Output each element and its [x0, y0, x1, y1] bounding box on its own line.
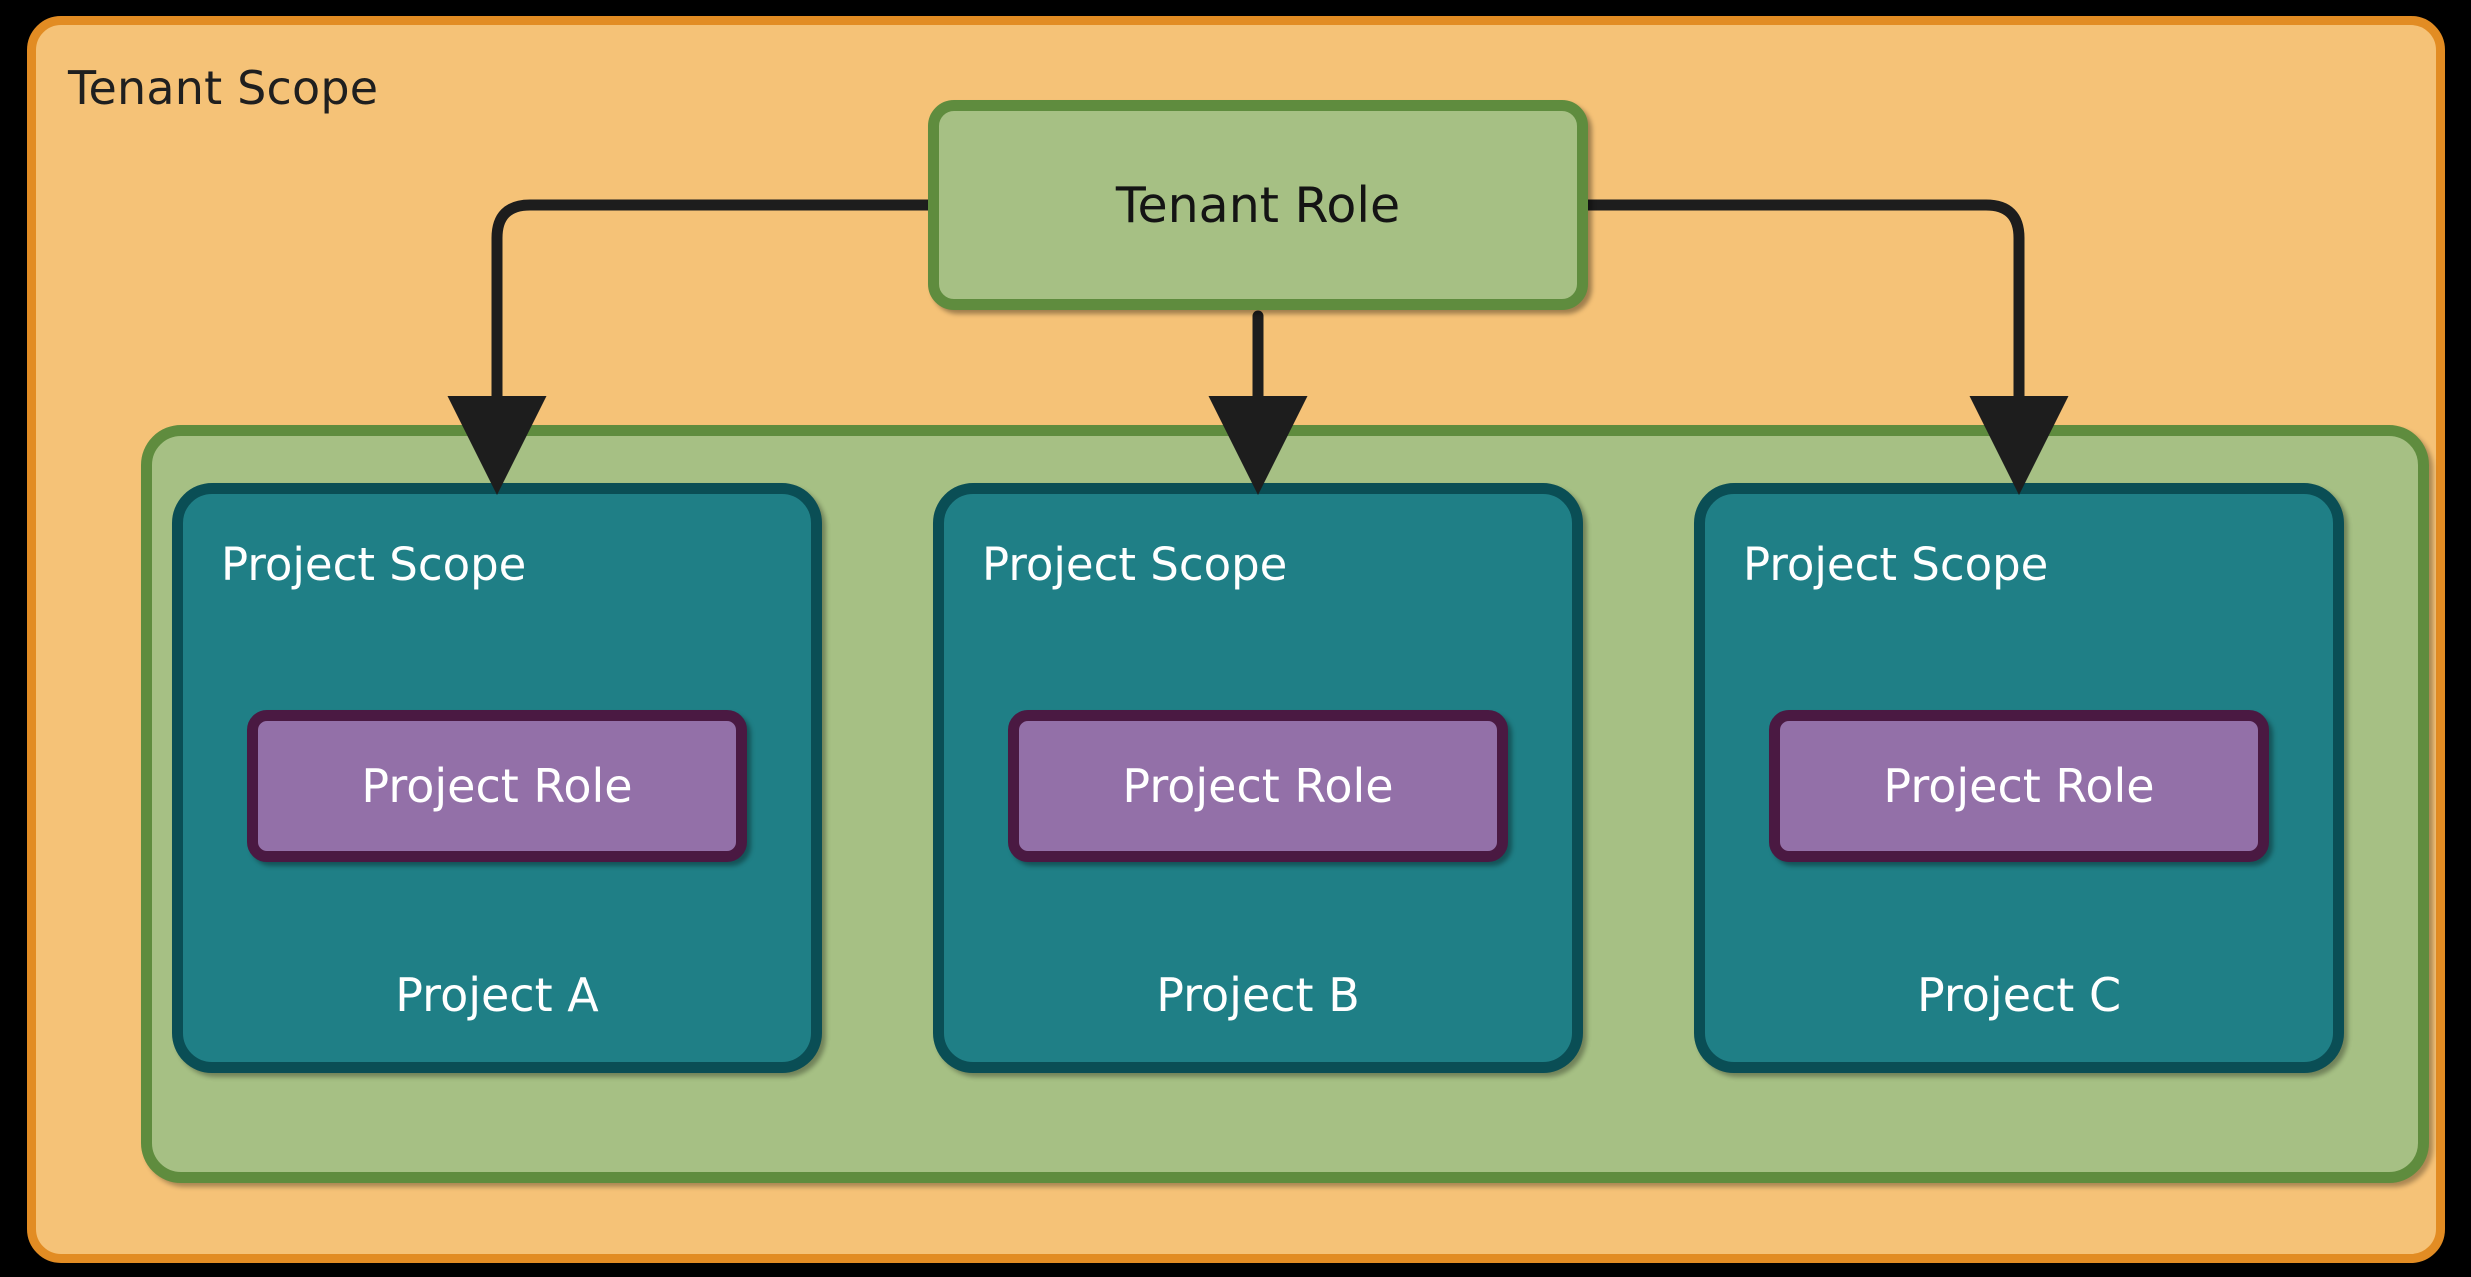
project-role-node-a[interactable]: Project Role [247, 710, 747, 862]
project-role-label: Project Role [1122, 759, 1394, 813]
tenant-role-label: Tenant Role [1115, 176, 1401, 234]
project-scope-label: Project Scope [221, 538, 527, 591]
project-scope-label: Project Scope [1743, 538, 2049, 591]
project-scope-c[interactable]: Project Scope Project Role Project C [1694, 483, 2344, 1073]
tenant-scope-label: Tenant Scope [68, 61, 379, 115]
project-scope-b[interactable]: Project Scope Project Role Project B [933, 483, 1583, 1073]
project-name-b: Project B [1156, 968, 1360, 1022]
project-scope-a[interactable]: Project Scope Project Role Project A [172, 483, 822, 1073]
project-role-node-c[interactable]: Project Role [1769, 710, 2269, 862]
project-scope-label: Project Scope [982, 538, 1288, 591]
tenant-role-node[interactable]: Tenant Role [928, 100, 1588, 310]
project-name-a: Project A [395, 968, 599, 1022]
project-role-label: Project Role [361, 759, 633, 813]
project-role-label: Project Role [1883, 759, 2155, 813]
project-name-c: Project C [1916, 968, 2122, 1022]
project-role-node-b[interactable]: Project Role [1008, 710, 1508, 862]
